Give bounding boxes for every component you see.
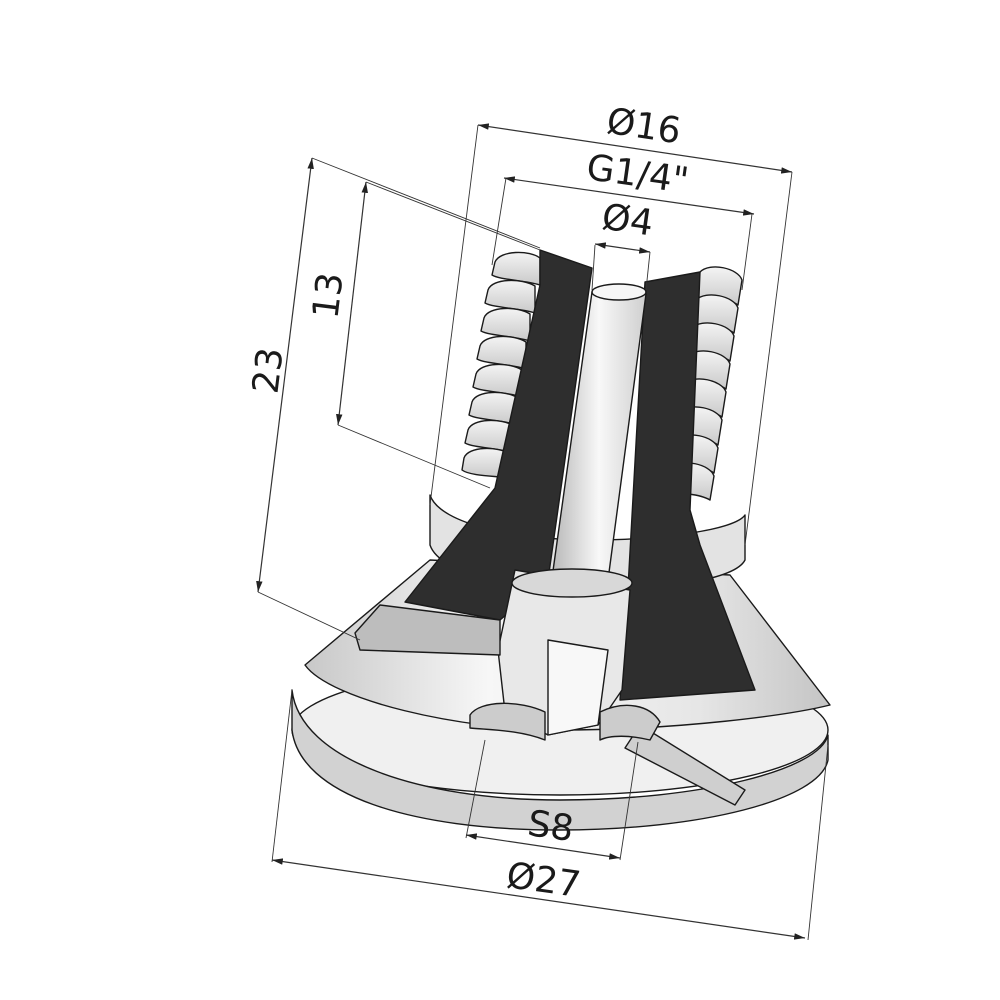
dim-line-g14 [503,176,755,216]
extension-lines [257,124,829,941]
dim-line-s8 [465,833,621,860]
base-slot [624,724,746,806]
dim-line-d16 [477,123,793,174]
dim-label-d27: Ø27 [504,855,583,906]
dim-label-d4: Ø4 [599,197,655,245]
dim-label-23: 23 [245,345,291,395]
part-body [291,249,831,831]
hex-face [547,639,609,736]
dim-label-13: 13 [305,270,351,320]
dim-label-d16: Ø16 [604,101,683,153]
bore-top [591,283,647,301]
hex-lower-left [469,702,546,741]
dim-line-13 [336,181,368,426]
thread-left [461,251,541,479]
section-left [404,249,593,621]
cone-step-left [354,604,501,656]
hex-lower-right [599,704,661,741]
dim-label-g14: G1/4" [584,147,691,202]
dim-line-23 [256,157,314,593]
dimension-lines [256,123,806,940]
dim-label-s8: S8 [525,803,576,850]
dim-line-d27 [271,858,806,940]
base-disc-rim [291,689,829,831]
dim-line-d4 [594,242,651,254]
hex-top [511,568,633,598]
